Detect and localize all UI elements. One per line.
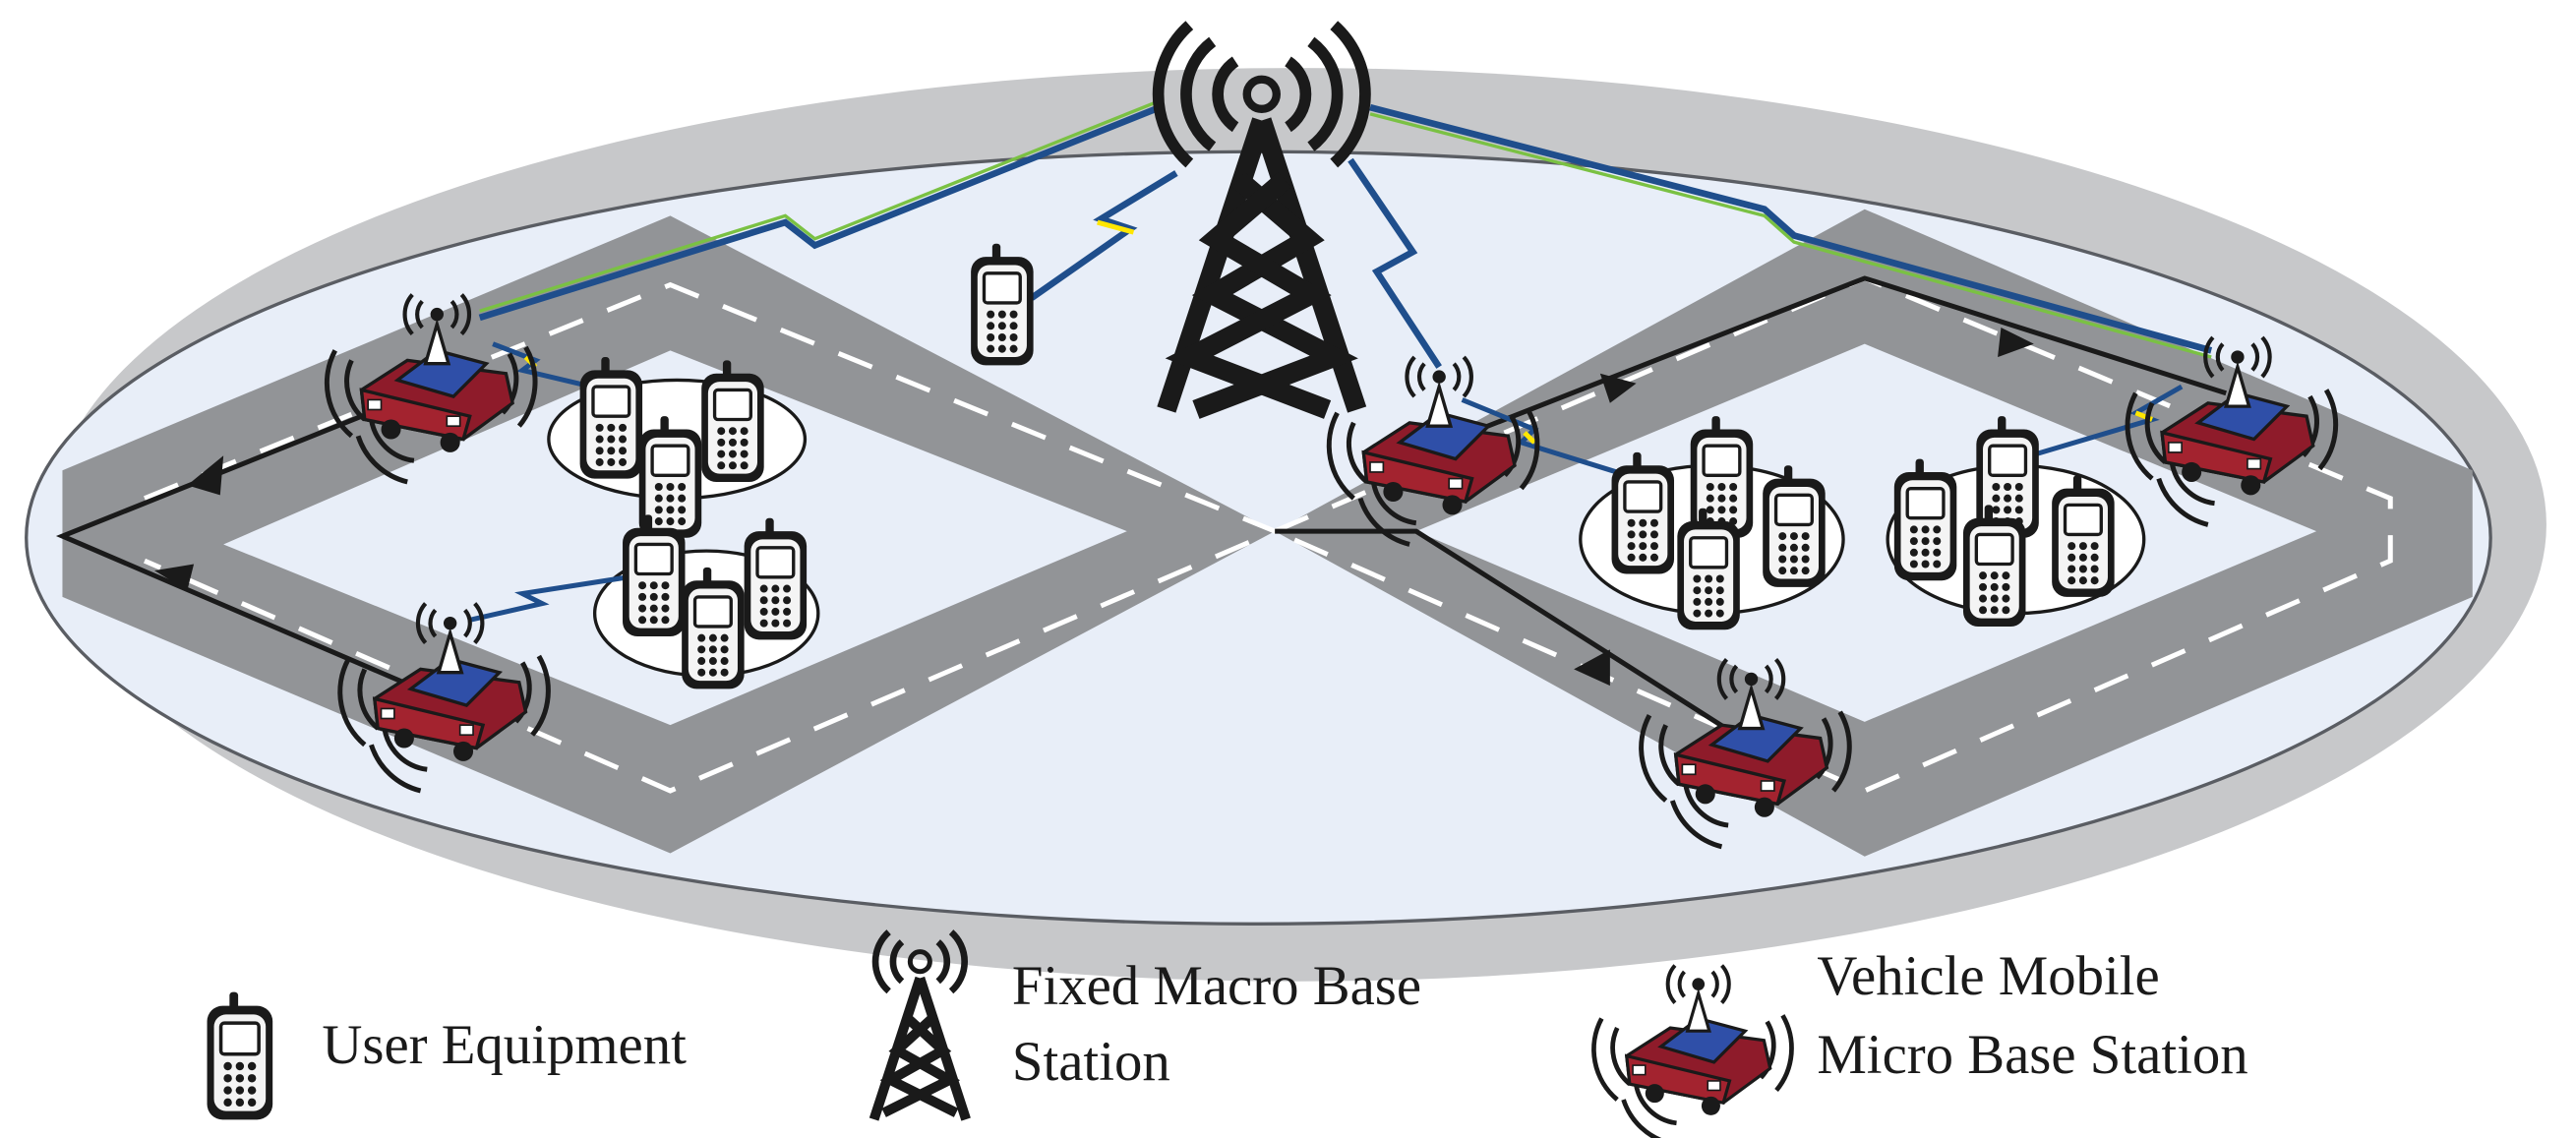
phone-icon — [742, 516, 809, 641]
phone-icon — [621, 512, 688, 638]
phone-icon — [1675, 507, 1742, 631]
phone-icon — [1961, 503, 2028, 629]
phone-icon — [699, 358, 766, 484]
tower-icon — [1152, 21, 1371, 419]
phone-icon — [577, 355, 644, 481]
phone-icon — [2050, 473, 2117, 599]
legend-user-equipment: User Equipment — [322, 1014, 687, 1077]
legend-macro-line2: Station — [1011, 1030, 1170, 1093]
trajectory-arrows — [154, 327, 2034, 687]
phone-icon — [1609, 450, 1676, 576]
legend-micro-line1: Vehicle Mobile — [1817, 944, 2160, 1007]
macro-base-station — [1152, 21, 1371, 419]
legend-micro-line2: Micro Base Station — [1817, 1024, 2248, 1087]
phone-icon — [680, 566, 747, 691]
vehicle-base-station-icon — [1593, 966, 1791, 1138]
phone-icon — [1892, 456, 1958, 582]
phone-icon — [1761, 463, 1827, 589]
wireless-links — [469, 98, 2213, 623]
phone-icon — [205, 989, 274, 1122]
vehicle-trajectories — [55, 275, 2227, 741]
legend-macro-line1: Fixed Macro Base — [1011, 954, 1422, 1017]
phone-icon — [969, 242, 1036, 368]
